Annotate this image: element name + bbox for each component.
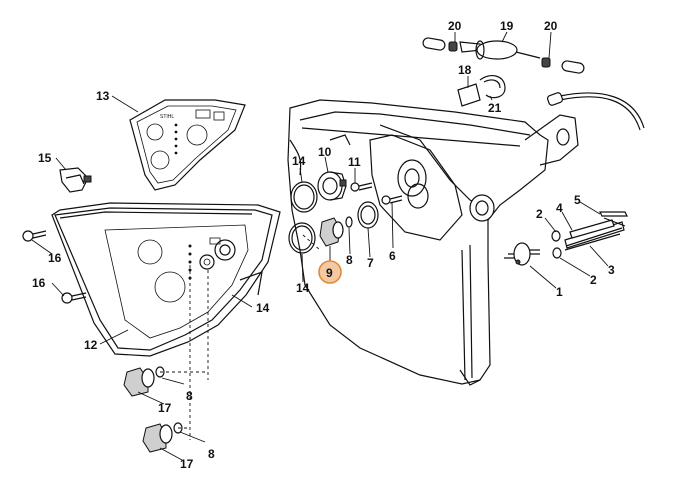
svg-text:STIHL: STIHL: [160, 114, 174, 120]
part-label-19: 19: [500, 19, 514, 33]
knob-17-upper: [123, 367, 155, 397]
leader-lines: [31, 31, 609, 461]
part-label-11: 11: [348, 155, 361, 169]
gasket-ring-14-upper: [290, 181, 318, 213]
part-label-8-center: 8: [346, 253, 353, 267]
part-label-9: 9: [326, 266, 333, 280]
part-label-5: 5: [574, 193, 581, 207]
part-label-17-upper: 17: [158, 401, 172, 415]
part-label-8-lower: 8: [208, 447, 215, 461]
clip-2-lower: [552, 247, 562, 259]
knob-17-lower: [142, 423, 173, 453]
part-label-14-lower: 14: [296, 281, 310, 295]
part-label-14-upper: 14: [292, 154, 306, 168]
knob-9: [319, 217, 344, 247]
part-label-6: 6: [389, 249, 396, 263]
front-cover: [54, 207, 273, 351]
part-label-8-upper: 8: [186, 389, 193, 403]
oring-8-center: [345, 216, 353, 228]
oring-8-lower: [173, 422, 183, 434]
fuel-line: [546, 92, 645, 131]
wire-5: [599, 211, 628, 227]
part-label-20-left: 20: [448, 19, 462, 33]
fuel-filter-assembly: [422, 37, 585, 74]
part-label-17-lower: 17: [180, 457, 194, 471]
part-label-18: 18: [458, 63, 472, 77]
part-label-16-upper: 16: [48, 251, 62, 265]
part-label-14-cover: 14: [256, 301, 270, 315]
highlight-marker: [318, 260, 342, 284]
clip-2-upper: [551, 230, 561, 242]
part-label-12: 12: [84, 338, 98, 352]
switch-10: [317, 171, 347, 201]
gasket-ring-14-lower: [288, 222, 316, 254]
part-label-2-lower: 2: [590, 273, 597, 287]
part-label-7: 7: [367, 256, 374, 270]
oring-8-upper: [155, 366, 165, 378]
part-label-16-lower: 16: [32, 276, 46, 290]
part-label-13: 13: [96, 89, 110, 103]
screw-16-upper: [22, 230, 47, 242]
engine-housing: [287, 99, 579, 386]
cover-gasket: [51, 202, 281, 357]
part-label-21: 21: [488, 101, 502, 115]
decal-panel: STIHL: [129, 99, 246, 191]
part-label-1: 1: [556, 285, 563, 299]
part-label-4: 4: [556, 201, 563, 215]
part-label-15: 15: [38, 151, 52, 165]
connector-1: [504, 242, 540, 266]
part-label-3: 3: [608, 263, 615, 277]
screw-16-lower: [61, 292, 87, 304]
part-label-10: 10: [318, 145, 332, 159]
alignment-dash-5: [302, 234, 321, 251]
bracket-clip: [457, 74, 506, 107]
part-label-2-upper: 2: [536, 207, 543, 221]
part-label-20-right: 20: [544, 19, 558, 33]
clip-part: [59, 167, 92, 193]
sleeve-4: [569, 219, 615, 239]
